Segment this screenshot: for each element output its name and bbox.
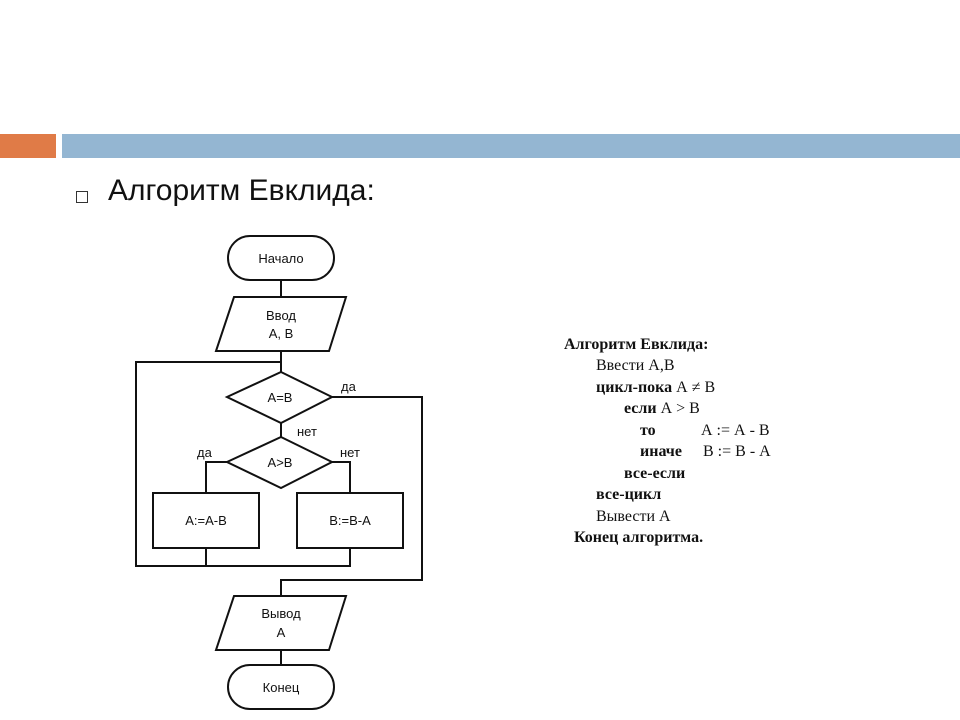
- pseudo-line-6-keyword: иначе: [640, 443, 682, 460]
- action-left-label: A:=A-B: [185, 513, 227, 528]
- loop-back-line: [135, 361, 281, 567]
- pseudo-keyword: если: [624, 400, 657, 417]
- pseudo-condition: А ≠ В: [676, 379, 716, 396]
- square-bullet-icon: [76, 191, 88, 203]
- pseudo-line-6-statement: В := В - А: [703, 443, 771, 460]
- cond2-yes-label: да: [197, 445, 213, 460]
- end-label: Конец: [263, 680, 300, 695]
- input-label-line1: Ввод: [266, 308, 296, 323]
- cond1-label: A=B: [268, 390, 293, 405]
- pseudocode-block: Алгоритм Евклида: Ввести А,В цикл-пока А…: [560, 334, 860, 564]
- output-label-line2: A: [277, 625, 286, 640]
- pseudo-line-3: цикл-пока А ≠ В: [596, 377, 715, 399]
- slide-heading: Алгоритм Евклида:: [108, 174, 375, 207]
- accent-bar-orange: [0, 134, 56, 158]
- input-parallelogram: [214, 296, 348, 352]
- pseudo-line-1: Алгоритм Евклида:: [564, 336, 709, 353]
- cond2-label: A>B: [268, 455, 293, 470]
- pseudo-keyword: цикл-пока: [596, 379, 673, 396]
- pseudo-line-4: если А > В: [624, 398, 700, 420]
- start-label: Начало: [258, 251, 303, 266]
- pseudo-line-5-statement: А := А - В: [701, 422, 770, 439]
- output-parallelogram: [214, 595, 348, 651]
- pseudo-line-10: Конец алгоритма.: [574, 529, 704, 546]
- end-terminal: [227, 664, 335, 710]
- output-label-line1: Вывод: [261, 606, 301, 621]
- pseudo-condition: А > В: [660, 400, 700, 417]
- cond2-no-label: нет: [340, 445, 360, 460]
- pseudo-line-7: все-если: [624, 465, 686, 482]
- pseudo-line-8: все-цикл: [596, 486, 662, 503]
- input-label-line2: A, B: [269, 326, 294, 341]
- merge-line: [206, 548, 351, 567]
- pseudo-line-9: Вывести А: [596, 508, 671, 525]
- branch-line-right: [332, 461, 351, 493]
- pseudo-line-5-keyword: то: [640, 422, 656, 439]
- cond1-no-label: нет: [297, 424, 317, 439]
- decision-diamond-2: [224, 435, 335, 490]
- action-right-label: B:=B-A: [329, 513, 371, 528]
- accent-bar-blue: [62, 134, 960, 158]
- cond1-yes-label: да: [341, 379, 357, 394]
- pseudo-line-2: Ввести А,В: [596, 357, 675, 374]
- branch-line-left: [205, 461, 227, 493]
- exit-branch-line: [280, 396, 423, 596]
